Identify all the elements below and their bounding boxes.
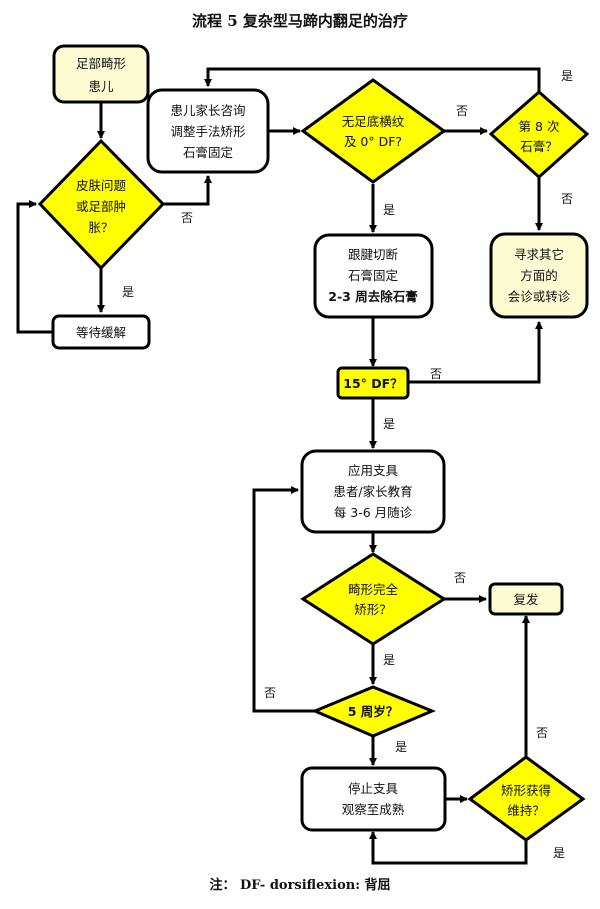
edge-label-df15-no: 否 — [430, 367, 442, 381]
node-referral: 寻求其它 方面的 会诊或转诊 — [489, 232, 589, 319]
node-df15-line-1: 15° DF？ — [343, 376, 402, 391]
node-maintained: 矫形获得 维持？ — [467, 755, 586, 842]
edge-label-maintained-no: 否 — [536, 726, 548, 740]
edge-label-skin-yes: 是 — [122, 285, 134, 299]
edge-eighth-yes-to-consult — [204, 67, 541, 92]
node-full-correction-line-1: 畸形完全 — [348, 582, 399, 597]
node-eighth-cast-line-1: 第 8 次 — [519, 119, 560, 134]
edge-wait-to-skin — [16, 200, 53, 334]
node-referral-line-1: 寻求其它 — [514, 247, 564, 262]
node-start-line-1: 足部畸形 — [76, 56, 127, 71]
node-relapse: 复发 — [488, 582, 564, 616]
node-wait: 等待缓解 — [51, 314, 151, 350]
node-tenotomy-line-1: 跟腱切断 — [348, 247, 398, 262]
edge-age5-no-to-brace — [252, 486, 315, 713]
node-crease-check-line-2: 及 0° DF? — [344, 134, 402, 149]
edge-maintained-yes-to-stop — [369, 831, 528, 865]
node-tenotomy-line-3: 2-3 周去除石膏 — [328, 289, 417, 304]
node-stop-brace-line-1: 停止支具 — [348, 781, 399, 796]
node-maintained-line-2: 维持？ — [507, 803, 545, 818]
node-crease-check-line-1: 无足底横纹 — [342, 114, 405, 129]
node-maintained-line-1: 矫形获得 — [501, 783, 551, 798]
node-consult-line-1: 患儿家长咨询 — [170, 103, 245, 118]
edge-label-crease-yes: 是 — [383, 203, 395, 217]
node-age5-line-1: 5 周岁？ — [348, 704, 399, 719]
node-referral-line-2: 方面的 — [520, 268, 558, 283]
edge-label-full-yes: 是 — [383, 653, 395, 667]
node-skin-check-line-2: 或足部肿 — [76, 199, 126, 214]
node-start: 足部畸形 患儿 — [52, 44, 150, 104]
node-start-line-2: 患儿 — [88, 79, 114, 94]
node-tenotomy: 跟腱切断 石膏固定 2-3 周去除石膏 — [313, 233, 434, 319]
edge-skin-no-to-consult — [163, 175, 212, 206]
node-df15: 15° DF？ — [336, 366, 410, 400]
node-stop-brace-line-2: 观察至成熟 — [342, 802, 405, 817]
edge-label-eighth-no: 否 — [561, 192, 573, 206]
node-skin-check: 皮肤问题 或足部肿 胀？ — [37, 138, 166, 271]
flowchart-title: 流程 5 复杂型马蹄内翻足的治疗 — [192, 12, 408, 30]
node-consult-line-3: 石膏固定 — [183, 145, 233, 160]
edge-label-age5-yes: 是 — [395, 740, 407, 754]
node-brace-line-1: 应用支具 — [348, 463, 399, 478]
node-eighth-cast: 第 8 次 石膏？ — [488, 90, 590, 180]
edge-label-eighth-yes: 是 — [561, 69, 573, 83]
node-full-correction-line-2: 矫形？ — [354, 602, 392, 617]
node-crease-check: 无足底横纹 及 0° DF? — [300, 78, 447, 184]
node-skin-check-line-1: 皮肤问题 — [76, 178, 127, 193]
node-consult: 患儿家长咨询 调整手法矫形 石膏固定 — [146, 88, 270, 174]
edge-label-crease-no: 否 — [456, 104, 468, 118]
node-brace-line-3: 每 3-6 月随诊 — [334, 505, 413, 520]
node-wait-line-1: 等待缓解 — [76, 325, 126, 340]
node-relapse-line-1: 复发 — [513, 592, 539, 607]
edge-label-df15-yes: 是 — [383, 417, 395, 431]
node-age5: 5 周岁？ — [311, 685, 436, 738]
edge-label-skin-no: 否 — [181, 211, 193, 225]
node-tenotomy-line-2: 石膏固定 — [348, 268, 398, 283]
edge-label-full-no: 否 — [454, 571, 466, 585]
node-referral-line-3: 会诊或转诊 — [508, 289, 571, 304]
node-eighth-cast-line-2: 石膏？ — [520, 139, 558, 154]
node-brace-line-2: 患者/家长教育 — [333, 484, 412, 499]
edge-df15-no-to-referral — [409, 321, 543, 384]
node-stop-brace: 停止支具 观察至成熟 — [300, 766, 447, 832]
node-consult-line-2: 调整手法矫形 — [170, 124, 246, 139]
node-brace: 应用支具 患者/家长教育 每 3-6 月随诊 — [300, 449, 446, 534]
edge-label-age5-no: 否 — [264, 686, 276, 700]
node-skin-check-line-3: 胀？ — [88, 220, 113, 235]
edge-label-maintained-yes: 是 — [553, 846, 565, 860]
node-full-correction: 畸形完全 矫形？ — [300, 552, 447, 646]
footnote: 注： DF- dorsiflexion: 背屈 — [209, 878, 391, 893]
